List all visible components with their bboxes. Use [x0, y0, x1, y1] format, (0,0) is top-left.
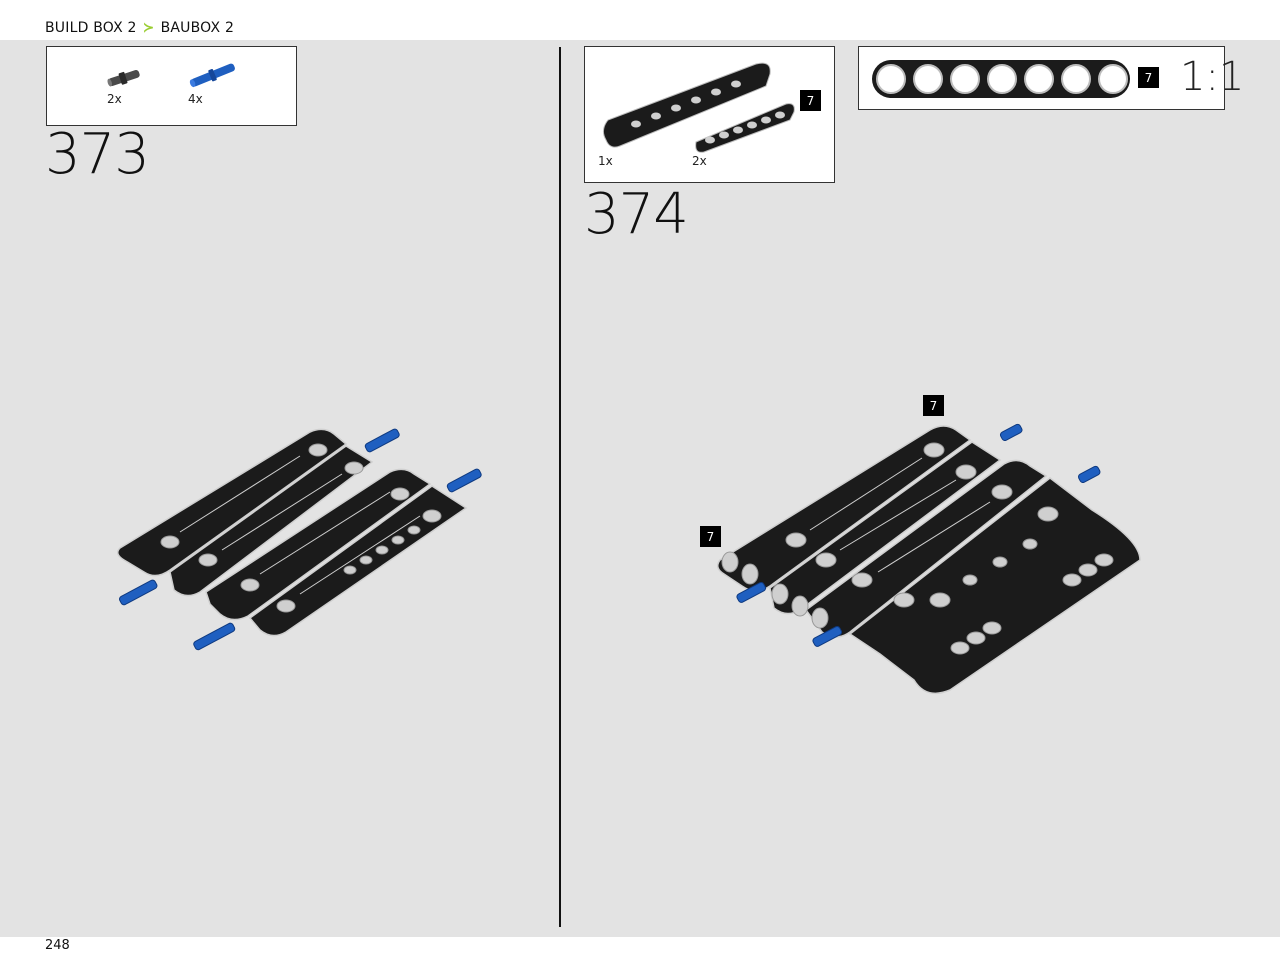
breadcrumb-separator-icon: ≻ [142, 20, 155, 36]
part-qty-4: 2x [692, 154, 707, 168]
curved-beam-icon [602, 62, 771, 148]
breadcrumb-baubox: BAUBOX 2 [160, 20, 235, 36]
part-qty-2: 4x [188, 92, 203, 106]
assembly-model-374 [717, 423, 1141, 695]
breadcrumb-build-box: BUILD BOX 2 [45, 20, 137, 36]
parts-box-373 [46, 46, 297, 126]
breadcrumb: BUILD BOX 2 ≻ BAUBOX 2 [45, 20, 234, 36]
scale-ratio: 1:1 [1180, 54, 1245, 100]
page-header [0, 0, 1280, 40]
callout-tag-left: 7 [700, 526, 721, 547]
step-number-374: 374 [584, 182, 689, 247]
instruction-canvas [0, 40, 1280, 937]
part-length-tag: 7 [800, 90, 821, 111]
part-qty-3: 1x [598, 154, 613, 168]
page-footer [0, 937, 1280, 974]
step-divider [559, 47, 561, 927]
connector-pin-icon [107, 70, 140, 87]
blue-axle-pin-icon [189, 63, 235, 88]
page-number: 248 [45, 938, 70, 953]
step-number-373: 373 [45, 122, 150, 187]
straight-beam-icon [695, 103, 795, 153]
scale-length-tag: 7 [1138, 67, 1159, 88]
beam-scale-icon [872, 60, 1130, 98]
callout-tag-top: 7 [923, 395, 944, 416]
assembly-model-373 [117, 428, 482, 651]
part-qty-1: 2x [107, 92, 122, 106]
